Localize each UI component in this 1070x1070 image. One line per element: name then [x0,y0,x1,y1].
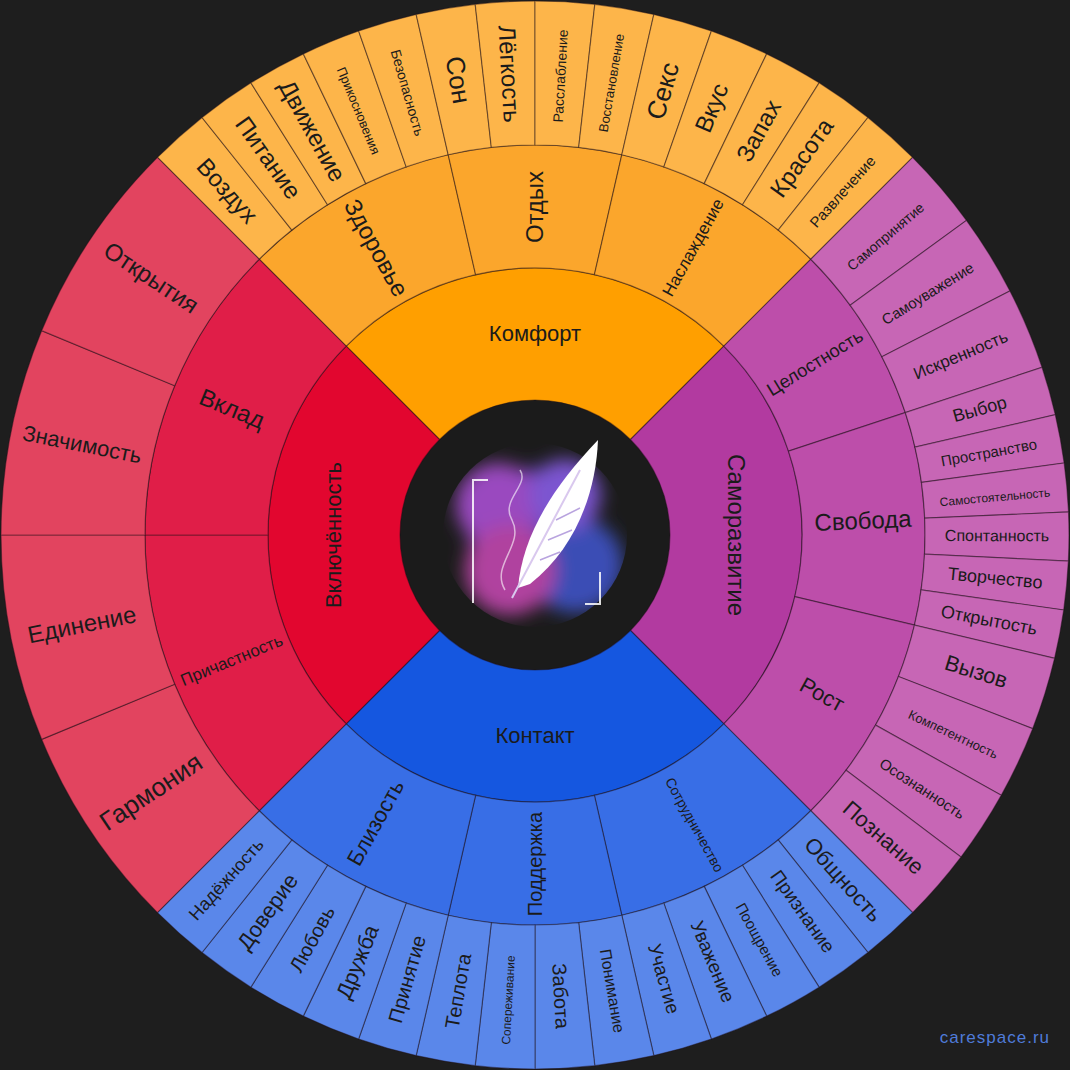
category-label: Контакт [495,724,574,748]
segment-fill [789,413,925,626]
segment-fill [448,145,622,275]
need-label: Лёгкость [493,24,525,123]
group-label: Отдых [522,170,548,242]
segment-fill [475,1,535,147]
segment-fill [448,795,622,925]
watermark: carespace.ru [940,1028,1050,1048]
segment-fill [925,512,1069,561]
group-label: Свобода [814,506,912,537]
category-label: Саморазвитие [723,454,749,616]
segment-fill [921,463,1068,518]
category-label: Включённость [322,462,346,608]
category-label: Комфорт [489,322,581,346]
segment-fill [42,157,260,385]
segment-fill [1,535,175,739]
segment-fill [535,923,595,1069]
group-label: Поддержка [524,811,546,915]
need-label: Забота [548,963,574,1030]
need-label: Спонтанность [945,527,1049,545]
